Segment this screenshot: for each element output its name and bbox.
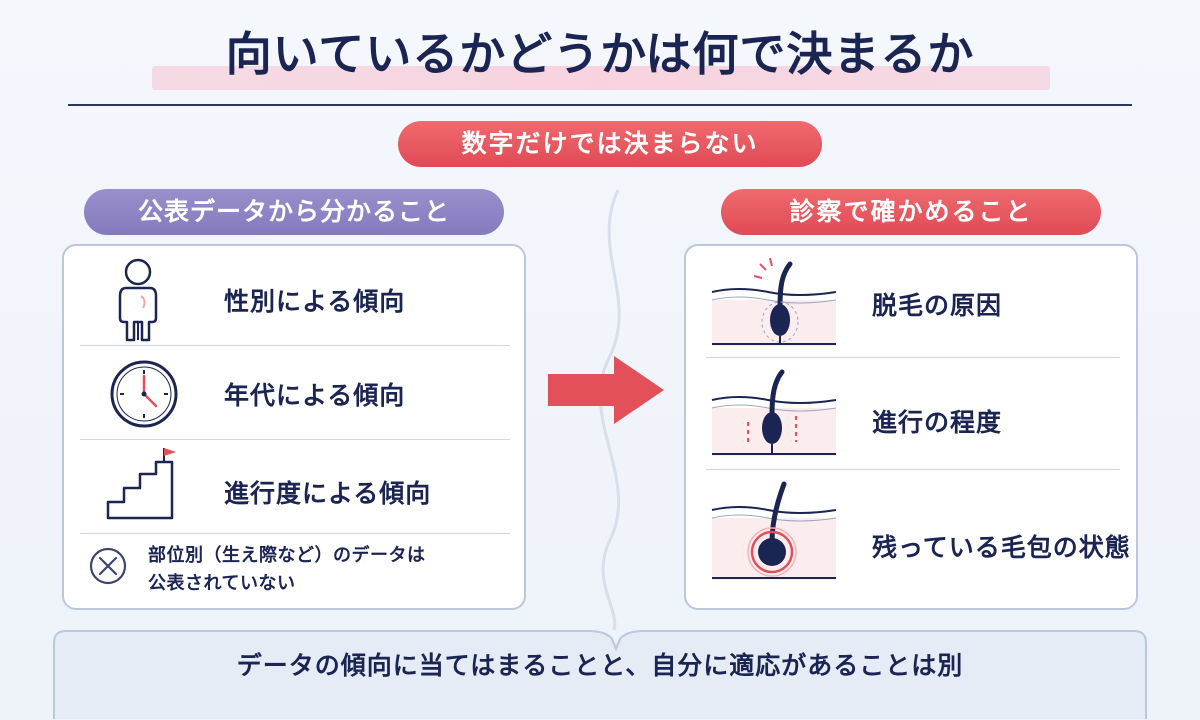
right-section-header: 診察で確かめること (721, 189, 1101, 235)
hair-follicle-depth-icon (711, 369, 837, 456)
left-section-header: 公表データから分かること (84, 189, 504, 235)
hair-follicle-circle-icon (711, 481, 837, 580)
title-divider (68, 104, 1132, 106)
right-item-label-cause: 脱毛の原因 (872, 291, 1003, 320)
right-arrow-icon (548, 356, 664, 424)
row-divider (80, 345, 510, 346)
page-title: 向いているかどうかは何で決まるか (225, 27, 975, 81)
left-item-label-age: 年代による傾向 (224, 381, 406, 410)
right-item-label-severity: 進行の程度 (872, 408, 1003, 437)
left-item-label-gender: 性別による傾向 (224, 287, 406, 316)
note-line-2: 公表されていない (148, 573, 296, 594)
left-panel: 性別による傾向 年代による傾向 進行度による傾向 部位別（生え際など）のデータは… (62, 244, 526, 610)
row-divider (706, 357, 1120, 358)
person-icon (118, 258, 158, 342)
right-item-label-follicle-state: 残っている毛包の状態 (872, 533, 1131, 562)
bottom-summary-text: データの傾向に当てはまることと、自分に適応があることは別 (236, 651, 964, 680)
x-circle-icon (89, 547, 127, 585)
clock-icon (110, 360, 178, 428)
top-banner-pill: 数字だけでは決まらない (398, 121, 822, 167)
title-highlight (152, 66, 1050, 90)
hair-follicle-alert-icon (711, 257, 837, 346)
row-divider (706, 469, 1120, 470)
right-panel: 脱毛の原因 進行の程度 残っている毛包の状態 (684, 244, 1138, 610)
row-divider (80, 533, 510, 534)
wavy-divider-decoration (598, 190, 621, 630)
bottom-summary-box (53, 630, 1147, 719)
note-line-1: 部位別（生え際など）のデータは (148, 545, 426, 566)
stairs-flag-icon (106, 448, 176, 520)
row-divider (80, 439, 510, 440)
left-item-label-progression: 進行度による傾向 (224, 479, 432, 508)
